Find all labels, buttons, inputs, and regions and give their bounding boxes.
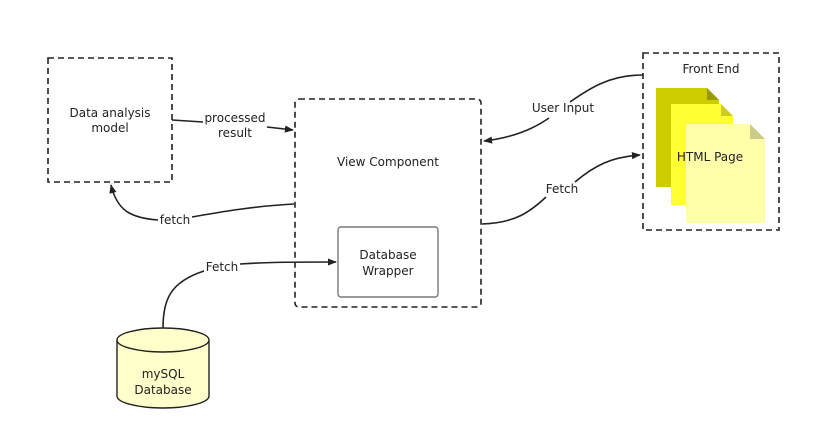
user-input-label: User Input [532, 101, 595, 115]
mysql-database-node: mySQL Database [116, 327, 210, 409]
doc-back-fold [707, 88, 719, 100]
processed-result-label-line2: result [218, 126, 252, 140]
data-model-label-line1: Data analysis [69, 106, 150, 120]
html-page-node: HTML Page [656, 88, 765, 223]
mysql-label-line1: mySQL [142, 367, 185, 381]
doc-front-sheet [686, 124, 765, 223]
fetch-to-frontend-label: Fetch [546, 182, 579, 196]
data-model-label-line2: model [91, 121, 128, 135]
data-analysis-model-node: Data analysis model [47, 57, 173, 183]
fetch-to-model-label: fetch [160, 213, 191, 227]
edge-fetch-to-frontend: Fetch [481, 151, 641, 225]
fetch-db-label: Fetch [206, 260, 239, 274]
edge-user-input: User Input [483, 74, 644, 144]
edge-processed-result: processed result [171, 111, 294, 140]
html-page-label: HTML Page [677, 150, 743, 164]
doc-mid-fold [721, 104, 733, 116]
db-wrapper-label-line1: Database [359, 248, 416, 262]
database-wrapper-node: Database Wrapper [337, 226, 439, 298]
doc-front-fold [750, 124, 765, 139]
edge-fetch-to-model: fetch [109, 184, 295, 227]
db-wrapper-label-line2: Wrapper [362, 264, 413, 278]
view-component-label: View Component [337, 155, 439, 169]
front-end-label: Front End [683, 62, 740, 76]
mysql-label-line2: Database [134, 383, 191, 397]
processed-result-label-line1: processed [204, 111, 265, 125]
edge-fetch-db: Fetch [162, 258, 337, 329]
